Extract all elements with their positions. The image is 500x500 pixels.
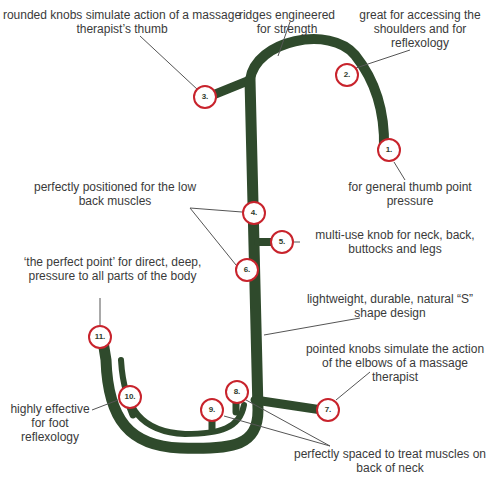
callout-number: 7. bbox=[325, 406, 332, 414]
leader-line bbox=[294, 242, 300, 243]
leader-line bbox=[336, 372, 370, 400]
callout-number: 3. bbox=[202, 93, 209, 101]
callout-number: 9. bbox=[209, 406, 216, 414]
callout-text: ridges engineered for strength bbox=[232, 8, 342, 36]
leader-line bbox=[92, 400, 118, 410]
callout-circle: 2. bbox=[335, 63, 359, 87]
leader-line bbox=[394, 162, 405, 180]
callout-circle: 11. bbox=[88, 325, 112, 349]
leader-line bbox=[140, 36, 198, 90]
callout-number: 1. bbox=[386, 146, 393, 154]
top-hook bbox=[250, 39, 384, 148]
callout-circle: 7. bbox=[316, 398, 340, 422]
callout-text: multi-use knob for neck, back, buttocks … bbox=[300, 228, 490, 256]
callout-number: 11. bbox=[95, 333, 106, 341]
leader-line bbox=[356, 50, 410, 68]
callout-number: 4. bbox=[251, 209, 258, 217]
callout-text: ‘the perfect point’ for direct, deep, pr… bbox=[5, 255, 220, 283]
leader-line bbox=[224, 416, 330, 446]
callout-circle: 1. bbox=[377, 138, 401, 162]
callout-number: 8. bbox=[234, 388, 241, 396]
callout-number: 10. bbox=[124, 393, 135, 401]
s-shaped-massager bbox=[102, 39, 384, 448]
callout-text: for general thumb point pressure bbox=[335, 180, 485, 208]
callout-text: pointed knobs simulate the action of the… bbox=[300, 342, 490, 384]
callout-text: great for accessing the shoulders and fo… bbox=[345, 8, 495, 50]
callout-text: rounded knobs simulate action of a massa… bbox=[2, 8, 242, 36]
callout-circle: 9. bbox=[200, 398, 224, 422]
callout-number: 6. bbox=[244, 266, 251, 274]
callout-circle: 6. bbox=[235, 258, 259, 282]
callout-text: highly effective for foot reflexology bbox=[5, 402, 95, 444]
callout-circle: 5. bbox=[270, 230, 294, 254]
callout-number: 2. bbox=[344, 71, 351, 79]
callout-text: lightweight, durable, natural “S” shape … bbox=[300, 292, 480, 320]
leader-line bbox=[100, 298, 101, 325]
elbow-knob-arm bbox=[255, 400, 322, 410]
callout-circle: 10. bbox=[118, 385, 142, 409]
leader-line bbox=[190, 208, 242, 212]
callout-text: perfectly spaced to treat muscles on bac… bbox=[285, 447, 495, 475]
callout-circle: 8. bbox=[225, 380, 249, 404]
callout-text: perfectly positioned for the low back mu… bbox=[25, 180, 205, 208]
callout-number: 5. bbox=[279, 238, 286, 246]
leader-line bbox=[264, 318, 360, 335]
callout-circle: 4. bbox=[242, 201, 266, 225]
callout-circle: 3. bbox=[193, 85, 217, 109]
